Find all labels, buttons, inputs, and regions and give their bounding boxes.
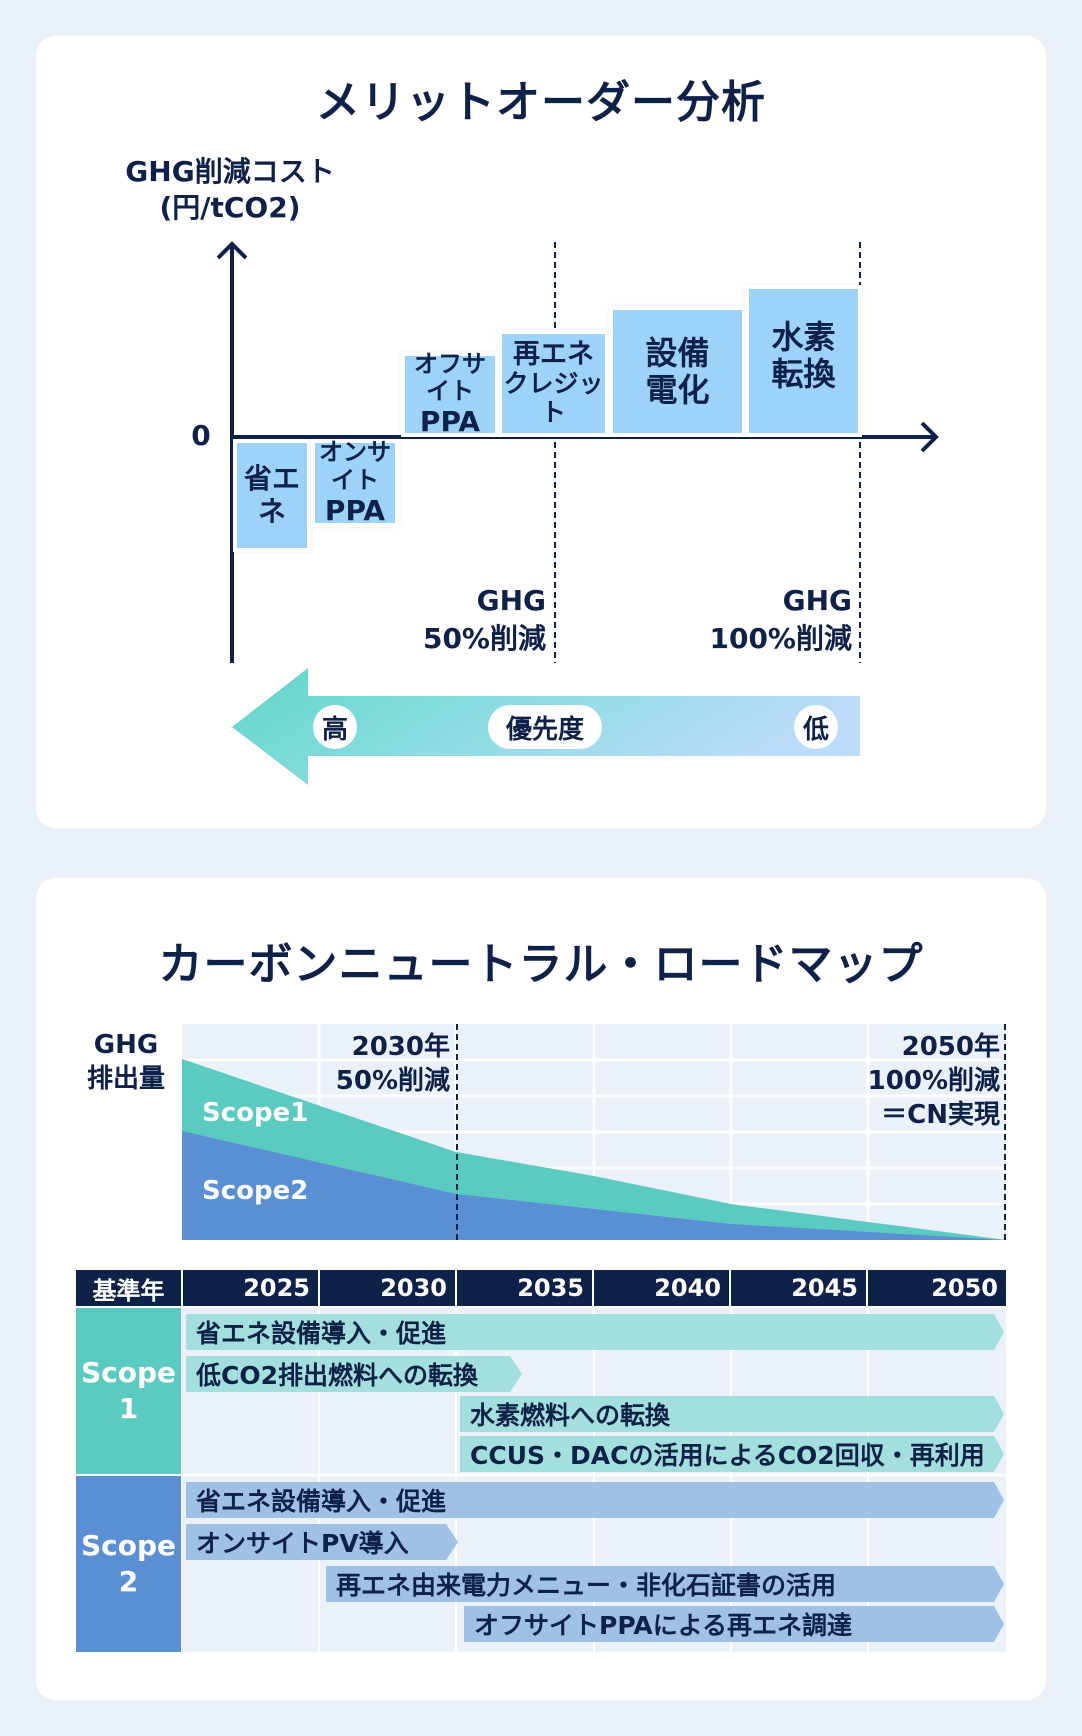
annotation-line: 2050年 — [901, 1032, 1000, 1062]
bar-label: PPA — [419, 405, 481, 438]
y-axis-label-line2: (円/tCO2) — [159, 191, 301, 224]
bar-label: 設備 — [645, 333, 710, 372]
milestone-line: GHG — [782, 584, 852, 617]
header-year: 2045 — [731, 1270, 866, 1306]
bar-label: 電化 — [645, 370, 710, 409]
scope2-task-energy-saving: 省エネ設備導入・促進 — [186, 1482, 1004, 1518]
scope2-number: 2 — [118, 1565, 139, 1598]
priority-label: 優先度 — [488, 705, 602, 749]
roadmap-card: カーボンニュートラル・ロードマップ GHG 排出量 Scope1 Scope2 — [36, 878, 1046, 1700]
bar-label: クレジット — [503, 369, 604, 428]
y-axis-label: GHG削減コスト (円/tCO2) — [110, 154, 350, 226]
emissions-axis-label: GHG 排出量 — [76, 1028, 176, 1096]
scope2-task-onsite-pv: オンサイトPV導入 — [186, 1524, 458, 1560]
header-year: 2050 — [868, 1270, 1006, 1306]
bar-electrification: 設備電化 — [609, 306, 746, 437]
bar-energy-saving: 省エネ — [233, 439, 311, 552]
bar-label: 転換 — [771, 354, 836, 393]
scope1-task-ccus-dac: CCUS・DACの活用によるCO2回収・再利用 — [460, 1436, 1004, 1472]
scope1-task-low-co2-fuel: 低CO2排出燃料への転換 — [186, 1356, 522, 1392]
emissions-label-line2: 排出量 — [86, 1064, 165, 1094]
annotation-line: 2030年 — [351, 1032, 450, 1062]
merit-order-card: メリットオーダー分析 GHG削減コスト (円/tCO2) 0 省エネ オンサイト… — [36, 36, 1046, 828]
header-year: 2025 — [183, 1270, 318, 1306]
roadmap-table: 基準年 2025 2030 2035 2040 2045 2050 Scope … — [36, 1270, 1046, 1654]
emissions-area-chart — [182, 1024, 1006, 1240]
milestone-line: GHG — [476, 584, 546, 617]
scope1-task-energy-saving: 省エネ設備導入・促進 — [186, 1314, 1004, 1350]
header-year: 2030 — [320, 1270, 455, 1306]
priority-low: 低 — [794, 705, 838, 749]
milestone-50: GHG 50%削減 — [366, 582, 546, 658]
annotation-line: ＝CN実現 — [881, 1100, 1000, 1130]
milestone-line: 50%削減 — [422, 622, 546, 655]
bar-label: 省エネ — [243, 462, 300, 528]
scope1-task-hydrogen: 水素燃料への転換 — [460, 1396, 1004, 1432]
scope2-cell: Scope 2 — [76, 1476, 181, 1652]
scope2-label: Scope — [80, 1529, 177, 1562]
bar-hydrogen: 水素転換 — [745, 285, 862, 437]
scope1-cell: Scope 1 — [76, 1308, 181, 1474]
y-axis-label-line1: GHG削減コスト — [125, 155, 335, 188]
merit-order-title: メリットオーダー分析 — [316, 77, 766, 128]
milestone-line: 100%削減 — [709, 622, 852, 655]
annotation-line: 50%削減 — [335, 1066, 450, 1096]
header-year: 2035 — [457, 1270, 592, 1306]
roadmap-title: カーボンニュートラル・ロードマップ — [158, 939, 924, 990]
zero-label: 0 — [191, 419, 211, 452]
scope2-task-offsite-ppa: オフサイトPPAによる再エネ調達 — [464, 1606, 1004, 1642]
milestone-100: GHG 100%削減 — [652, 582, 852, 658]
bar-label: PPA — [324, 493, 386, 527]
scope2-series-label: Scope2 — [202, 1176, 309, 1206]
bar-label: オンサイト — [319, 438, 391, 494]
bar-label: 再エネ — [513, 339, 594, 371]
annotation-2050: 2050年 100%削減 ＝CN実現 — [816, 1030, 1000, 1132]
scope1-series-label: Scope1 — [202, 1098, 309, 1128]
header-base-year: 基準年 — [76, 1270, 181, 1306]
priority-high: 高 — [313, 705, 357, 749]
emissions-label-line1: GHG — [93, 1030, 159, 1060]
annotation-line: 100%削減 — [867, 1066, 1000, 1096]
bar-renewable-credit: 再エネクレジット — [498, 330, 609, 437]
scope2-task-renewable-menu: 再エネ由来電力メニュー・非化石証書の活用 — [326, 1566, 1004, 1602]
bar-label: 水素 — [771, 318, 836, 356]
annotation-2030: 2030年 50%削減 — [306, 1030, 450, 1098]
bar-label: オフサイト — [414, 349, 486, 406]
header-year: 2040 — [594, 1270, 729, 1306]
scope1-number: 1 — [118, 1392, 139, 1425]
scope1-label: Scope — [80, 1356, 177, 1389]
